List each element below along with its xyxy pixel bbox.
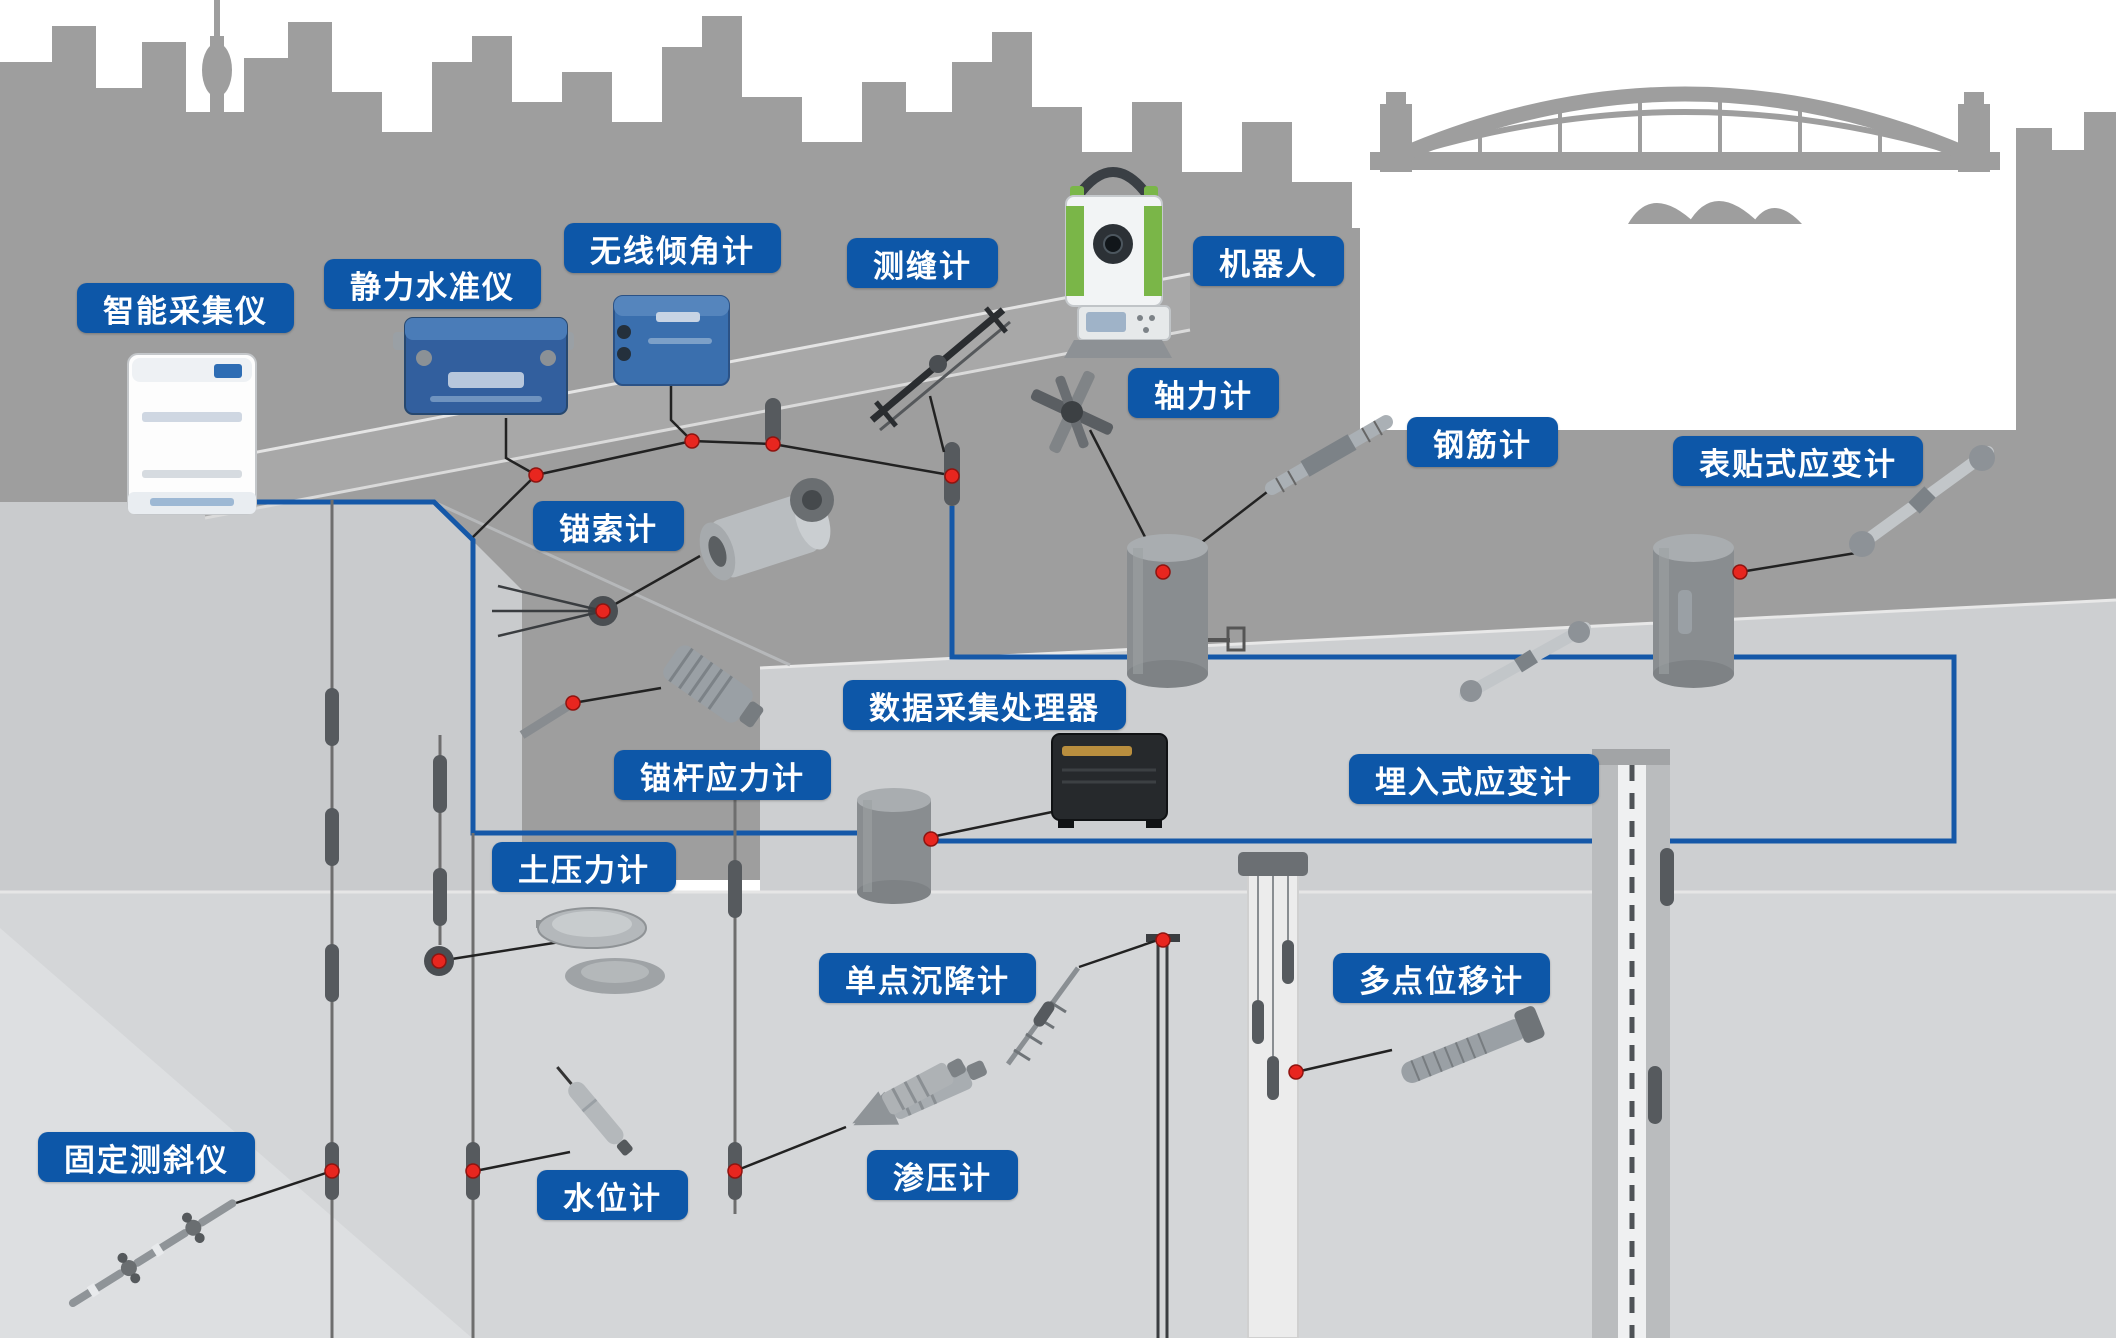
multipoint-rod-device [1401,1006,1545,1083]
multipoint-column [1238,852,1308,1338]
label-single-point-settlement: 单点沉降计 [819,953,1036,1003]
casing-column [1592,749,1674,1338]
smart-collector-device [127,353,257,515]
label-crack-meter: 测缝计 [847,238,998,288]
anchor-head [519,699,576,739]
label-anchor-rod-stress-meter: 锚杆应力计 [614,750,831,800]
axial-force-device [1030,370,1114,454]
embedded-strain-gauge-device [1459,621,1591,702]
wireless-tiltmeter-device [613,295,730,386]
label-embedded-strain-gauge: 埋入式应变计 [1349,754,1599,804]
static-level-device [393,317,574,415]
earth-pressure-device [536,907,665,994]
junction-red-dots [324,433,1748,1179]
anchor-rod-stress-device [663,645,764,728]
settlement-screw-rod [1005,966,1081,1066]
support-post-right [1653,534,1734,688]
opera-house-icon [1628,201,1802,224]
rebar-meter-device [1265,415,1393,495]
label-robot: 机器人 [1193,236,1344,286]
water-level-device [556,1066,633,1156]
daq-processor-device [1051,733,1168,828]
label-axial-force-meter: 轴力计 [1128,368,1279,418]
ramp-sensor-capsule [765,398,781,446]
boreholes [325,398,1674,1338]
label-surface-strain-gauge: 表贴式应变计 [1673,436,1923,486]
junction-nodes [424,584,618,976]
harbour-bridge-icon [1370,86,2000,172]
fixed-inclinometer-device [68,1199,237,1308]
label-anchor-cable-meter: 锚索计 [533,501,684,551]
label-piezometer: 渗压计 [867,1150,1018,1200]
label-smart-collector: 智能采集仪 [77,283,294,333]
right-buildings [2016,112,2116,430]
piezometer-device [852,1058,966,1124]
crack-meter-device [869,306,1011,432]
label-multi-point-extensometer: 多点位移计 [1333,953,1550,1003]
label-data-processor: 数据采集处理器 [843,680,1126,730]
total-station-device [1064,167,1172,358]
anchor-cable-meter-device [699,478,834,581]
label-wireless-tiltmeter: 无线倾角计 [564,223,781,273]
surface-strain-gauge-device [1849,445,1995,557]
daq-post [857,788,931,904]
label-rebar-meter: 钢筋计 [1407,417,1558,467]
label-static-level: 静力水准仪 [324,259,541,309]
borehole-earth-pressure [433,735,447,945]
label-water-level-meter: 水位计 [537,1170,688,1220]
label-fixed-inclinometer: 固定测斜仪 [38,1132,255,1182]
tower-icon [202,0,232,136]
label-earth-pressure-meter: 土压力计 [492,842,676,892]
ramp-road [205,274,1190,518]
